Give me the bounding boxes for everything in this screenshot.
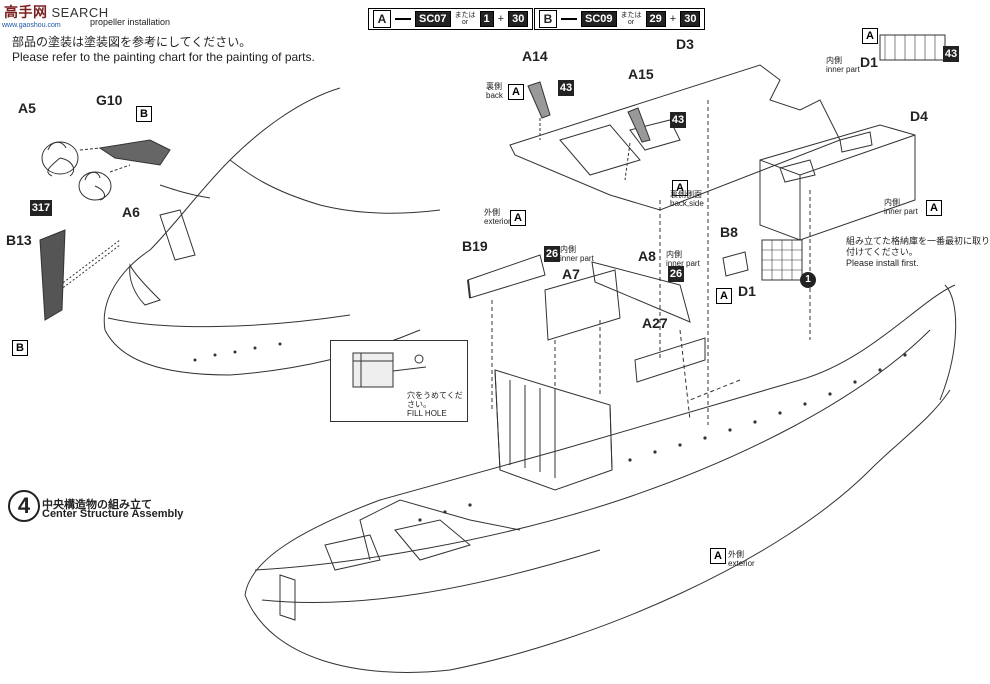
- step-number: 4: [8, 490, 40, 522]
- part-label-b19: B19: [462, 238, 488, 254]
- wall-a27: [634, 337, 706, 383]
- paint-tag-a-b8: A: [716, 288, 732, 304]
- section-subtitle: propeller installation: [90, 17, 171, 27]
- part-label-b13: B13: [6, 232, 32, 248]
- paint-tag-317: 317: [30, 200, 52, 216]
- paint-tag-a-a14: A: [508, 84, 524, 100]
- paint-tag-26-a8: 26: [668, 266, 684, 282]
- note-install-first: 組み立てた格納庫を一番最初に取り 付けてください。 Please install…: [846, 236, 990, 268]
- part-label-d1: D1: [738, 283, 756, 299]
- step-title-en: Center Structure Assembly: [42, 508, 184, 520]
- part-label-d1-top: D1: [860, 54, 878, 70]
- stern-hull-outline: [103, 87, 341, 331]
- brand-url: www.gaoshou.com: [2, 22, 61, 29]
- part-label-a8: A8: [638, 248, 656, 264]
- shaft-bracket-g10: [98, 139, 171, 166]
- part-label-a15: A15: [628, 66, 654, 82]
- stern-portholes: [193, 342, 282, 362]
- paint-tag-a-d4: A: [926, 200, 942, 216]
- wall-b19: [467, 254, 546, 299]
- part-label-g10: G10: [96, 92, 123, 108]
- paint-tag-a-d3: A: [672, 180, 688, 196]
- bridge-structure: [494, 369, 613, 491]
- part-label-b8: B8: [720, 224, 738, 240]
- paint-tag-26-b19: 26: [544, 246, 560, 262]
- post-a15: [627, 107, 651, 143]
- paint-tag-43-d1: 43: [943, 46, 959, 62]
- wall-a7: [544, 269, 621, 341]
- paint-tag-a-b19: A: [510, 210, 526, 226]
- painting-note-en: Please refer to the painting chart for t…: [12, 50, 315, 64]
- rudder-b13: [39, 229, 66, 321]
- paint-tag-a-hull: A: [710, 548, 726, 564]
- wall-a8: [591, 261, 691, 323]
- part-label-d3: D3: [676, 36, 694, 52]
- post-a14: [527, 81, 551, 119]
- part-label-a27: A27: [642, 315, 668, 331]
- paint-tag-b-b13: B: [12, 340, 28, 356]
- note-fill-hole: 穴をうめてください。FILL HOLE: [407, 391, 463, 418]
- deck-plate-d3: [509, 64, 841, 211]
- part-label-d4: D4: [910, 108, 928, 124]
- paint-tag-b-g10: B: [136, 106, 152, 122]
- fill-hole-inset: 穴をうめてください。FILL HOLE: [330, 340, 468, 422]
- part-label-a7: A7: [562, 266, 580, 282]
- part-b8: [722, 251, 749, 277]
- main-hull-outline: [244, 284, 956, 596]
- hull-portholes: [418, 353, 907, 522]
- hangar-d4: [759, 124, 916, 241]
- main-hull-keel: [244, 389, 951, 673]
- paint-tag-43-a14: 43: [558, 80, 574, 96]
- step-marker-1: 1: [800, 272, 816, 288]
- paint-tag-43-a15: 43: [670, 112, 686, 128]
- part-label-a5: A5: [18, 100, 36, 116]
- painting-note-jp: 部品の塗装は塗装図を参考にしてください。: [12, 35, 252, 49]
- part-label-a14: A14: [522, 48, 548, 64]
- paint-tag-a-d1: A: [862, 28, 878, 44]
- step-title-jp: 中央構造物の組み立て: [42, 499, 152, 511]
- part-label-a6: A6: [122, 204, 140, 220]
